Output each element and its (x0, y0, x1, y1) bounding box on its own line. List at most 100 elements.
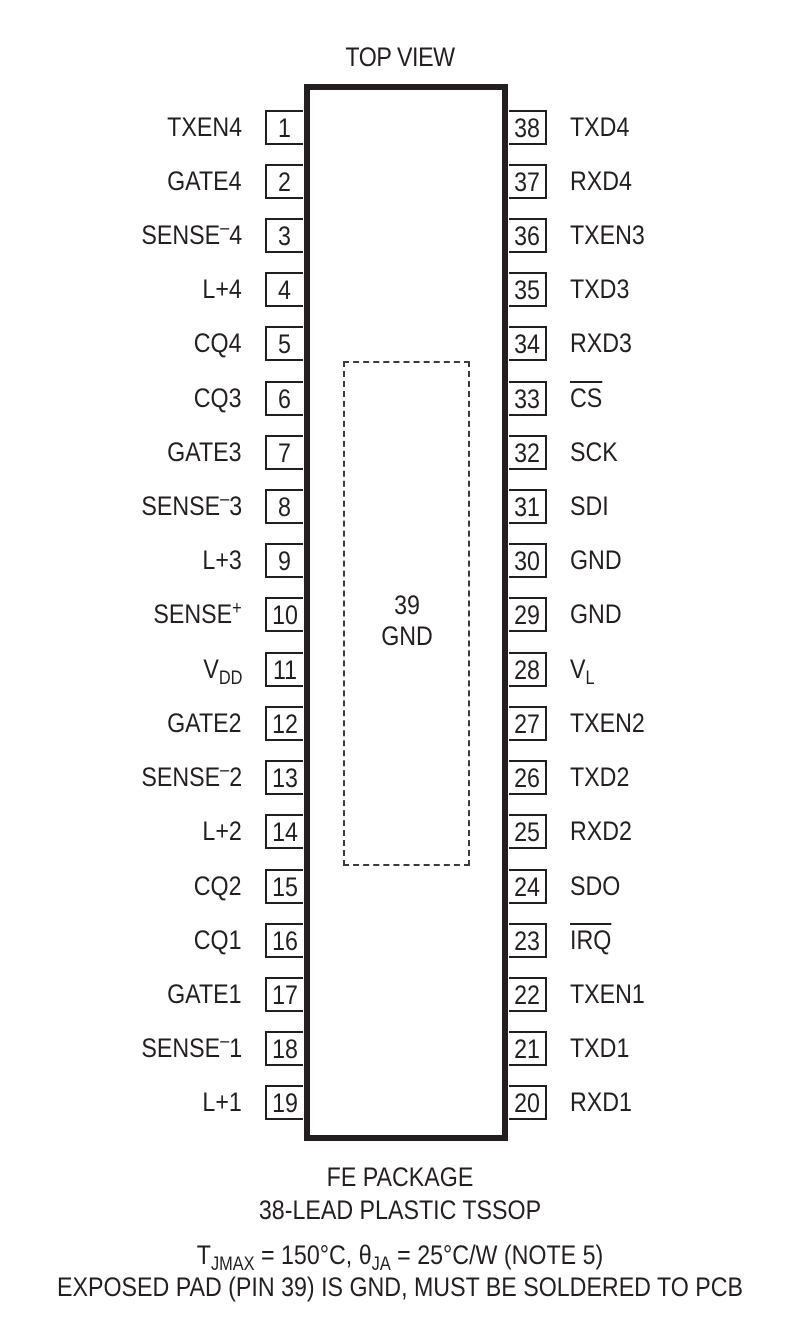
pin-number: 9 (278, 546, 292, 577)
pin-number: 35 (514, 275, 540, 306)
pin-label: TXD2 (570, 762, 630, 793)
pin-label: L+1 (202, 1087, 242, 1118)
pin-number: 25 (514, 817, 540, 848)
pin-6: 6 (265, 380, 303, 416)
theta-symbol: θ (358, 1240, 372, 1270)
pin-label: RXD2 (570, 816, 632, 847)
pin-label: CQ1 (194, 924, 242, 955)
pin-number: 18 (272, 1034, 298, 1065)
pin-33: 33 (509, 380, 547, 416)
pin-number: 30 (514, 546, 540, 577)
pin-label: GND (570, 599, 622, 630)
pin-20: 20 (509, 1085, 547, 1121)
pin-number: 10 (272, 600, 298, 631)
pin-24: 24 (509, 868, 547, 904)
pin-number: 33 (514, 383, 540, 414)
pin-label: SENSE+ (153, 598, 242, 630)
pin-number: 4 (278, 275, 292, 306)
pin-36: 36 (509, 217, 547, 253)
pin-16: 16 (265, 922, 303, 958)
pin-10: 10 (265, 597, 303, 633)
pin-label: SENSE–4 (141, 217, 242, 250)
pin-number: 24 (514, 871, 540, 902)
pin-21: 21 (509, 1031, 547, 1067)
pin-number: 8 (278, 492, 292, 523)
theta-subscript: JA (371, 1254, 391, 1275)
ic-package-body (304, 84, 508, 1141)
pin-number: 20 (514, 1088, 540, 1119)
pin-label: CQ4 (194, 328, 242, 359)
pin-32: 32 (509, 434, 547, 470)
pin-label: TXD1 (570, 1033, 630, 1064)
pin-label: RXD3 (570, 328, 632, 359)
pin-label: TXD3 (570, 274, 630, 305)
pin-18: 18 (265, 1031, 303, 1067)
pin-label: VL (570, 653, 595, 689)
pin-number: 28 (514, 654, 540, 685)
pin-label: CS (570, 382, 603, 413)
pin-30: 30 (509, 543, 547, 579)
pin-38: 38 (509, 109, 547, 145)
pin-number: 15 (272, 871, 298, 902)
pin-23: 23 (509, 922, 547, 958)
pin-label: IRQ (570, 924, 612, 955)
pin-13: 13 (265, 760, 303, 796)
package-name: FE PACKAGE (326, 1162, 474, 1192)
pin-number: 14 (272, 817, 298, 848)
pin-label: VDD (202, 653, 242, 689)
exposed-pad-name: GND (381, 621, 433, 651)
pin-label: L+2 (202, 816, 242, 847)
pin-label: GATE3 (167, 436, 242, 467)
pin-label: CQ2 (194, 870, 242, 901)
pin-label: L+4 (202, 274, 242, 305)
tjmax-value: = 150°C, (254, 1240, 359, 1270)
pin-7: 7 (265, 434, 303, 470)
exposed-pad-number: 39 (394, 590, 420, 620)
pin-8: 8 (265, 489, 303, 525)
theta-value: = 25°C/W (NOTE 5) (390, 1240, 604, 1270)
pin-37: 37 (509, 163, 547, 199)
pin-25: 25 (509, 814, 547, 850)
pin-number: 21 (514, 1034, 540, 1065)
pin-11: 11 (265, 651, 303, 687)
pin-number: 12 (272, 708, 298, 739)
pin-4: 4 (265, 272, 303, 308)
diagram-title: TOP VIEW (345, 42, 455, 72)
pin-label: GND (570, 545, 622, 576)
pin-number: 27 (514, 708, 540, 739)
pin-31: 31 (509, 489, 547, 525)
pin-label: RXD4 (570, 165, 632, 196)
exposed-pad-label: 39 GND (352, 590, 462, 652)
pin-29: 29 (509, 597, 547, 633)
pin-label: TXD4 (570, 111, 630, 142)
pin-label: GATE4 (167, 165, 242, 196)
pin-number: 22 (514, 980, 540, 1011)
pin-number: 11 (272, 654, 298, 685)
pin-9: 9 (265, 543, 303, 579)
thermal-spec: TJMAX = 150°C, θJA = 25°C/W (NOTE 5) (56, 1240, 744, 1274)
pin-label: SENSE–3 (141, 489, 242, 522)
pin-number: 19 (272, 1088, 298, 1119)
pin-label: RXD1 (570, 1087, 632, 1118)
pin-2: 2 (265, 163, 303, 199)
pin-label: GATE2 (167, 707, 242, 738)
pin-label: SENSE–1 (141, 1031, 242, 1064)
pin-label: SDO (570, 870, 621, 901)
pin-15: 15 (265, 868, 303, 904)
pin-34: 34 (509, 326, 547, 362)
pin-3: 3 (265, 217, 303, 253)
pin-number: 23 (514, 925, 540, 956)
pin-label: SENSE–2 (141, 760, 242, 793)
pin-number: 34 (514, 329, 540, 360)
tjmax-symbol: T (196, 1240, 211, 1270)
pin-number: 13 (272, 763, 298, 794)
pin-number: 29 (514, 600, 540, 631)
pin-14: 14 (265, 814, 303, 850)
pin-label: SCK (570, 436, 618, 467)
pin-number: 3 (278, 220, 292, 251)
exposed-pad-outline (343, 361, 470, 866)
pin-number: 37 (514, 166, 540, 197)
pin-label: GATE1 (167, 979, 242, 1010)
pin-label: TXEN1 (570, 979, 645, 1010)
pin-label: CQ3 (194, 382, 242, 413)
